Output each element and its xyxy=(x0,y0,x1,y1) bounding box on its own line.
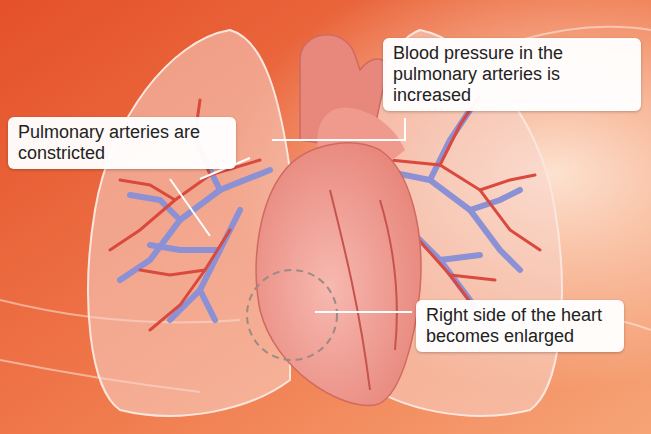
callout-box: Blood pressure in the pulmonary arteries… xyxy=(383,38,641,111)
callout-text: Blood pressure in the pulmonary arteries… xyxy=(393,43,631,106)
heart xyxy=(256,143,421,405)
left-lung xyxy=(88,30,290,416)
callout-box: Pulmonary arteries are constricted xyxy=(8,117,236,169)
callout-box: Right side of the heart becomes enlarged xyxy=(416,300,624,352)
callout-text: Pulmonary arteries are constricted xyxy=(18,122,226,164)
callout-text: Right side of the heart becomes enlarged xyxy=(426,305,614,347)
enlarged-region-marker xyxy=(247,270,337,360)
coronary-vessels xyxy=(330,190,397,390)
